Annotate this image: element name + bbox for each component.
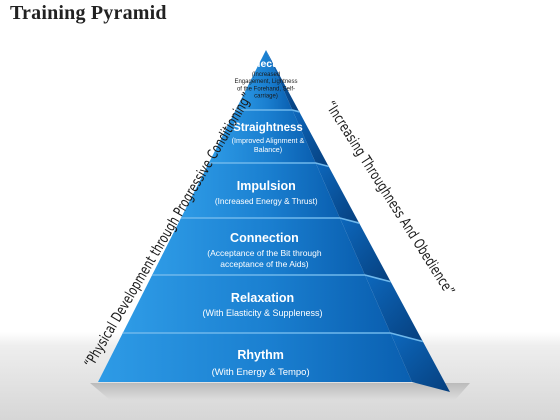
page-title: Training Pyramid	[10, 2, 167, 24]
tier-separator	[152, 274, 391, 283]
pyramid-tier-straightness: Straightness (Improved Alignment &Balance…	[208, 109, 329, 167]
tier-front-face	[208, 110, 316, 163]
tier-separator	[208, 162, 329, 168]
tier-front-face	[152, 218, 365, 275]
tier-separator	[122, 332, 424, 343]
tier-name: Straightness	[233, 122, 303, 134]
pyramid-tier-connection: Connection (Acceptance of the Bit through…	[152, 217, 391, 282]
tier-front-face	[180, 163, 340, 218]
tier-name: Rhythm	[237, 348, 284, 362]
pyramid-floor-shadow	[90, 383, 470, 400]
tier-separator	[235, 109, 300, 113]
tier-side-face	[292, 110, 329, 167]
tier-description-line: (Improved Alignment &	[232, 136, 305, 145]
tier-side-face	[266, 50, 300, 112]
tier-side-face	[315, 163, 360, 224]
tier-description-line: (With Energy & Tempo)	[212, 367, 310, 378]
tier-description-line: Engagement, Lightness	[234, 79, 297, 85]
floor-shadow	[90, 383, 470, 400]
tier-description-line: (Increased	[252, 72, 280, 78]
tier-description-line: Balance)	[254, 145, 282, 154]
tier-separator	[180, 217, 360, 224]
tier-description-line: of the Forehand, Self-	[237, 86, 295, 92]
tier-side-face	[364, 275, 423, 342]
tier-side-face	[339, 218, 391, 282]
tier-name: Connection	[230, 231, 299, 245]
tier-name: Collection	[241, 58, 292, 70]
tier-front-face	[122, 275, 391, 333]
tier-description-line: (Acceptance of the Bit through	[207, 248, 322, 258]
tier-front-face	[98, 333, 412, 382]
tier-description-line: (With Elasticity & Suppleness)	[203, 308, 323, 318]
pyramid-tier-rhythm: Rhythm (With Energy & Tempo)	[98, 332, 450, 392]
tier-description-line: carriage)	[254, 94, 278, 100]
pyramid-tier-relaxation: Relaxation (With Elasticity & Suppleness)	[122, 274, 423, 342]
pyramid-tier-impulsion: Impulsion (Increased Energy & Thrust)	[180, 162, 360, 224]
tier-name: Relaxation	[231, 291, 294, 305]
tier-side-face	[390, 333, 450, 392]
tier-description-line: acceptance of the Aids)	[220, 259, 309, 269]
tier-front-face	[235, 50, 293, 110]
tier-name: Impulsion	[237, 179, 296, 193]
tier-description-line: (Increased Energy & Thrust)	[215, 197, 318, 206]
